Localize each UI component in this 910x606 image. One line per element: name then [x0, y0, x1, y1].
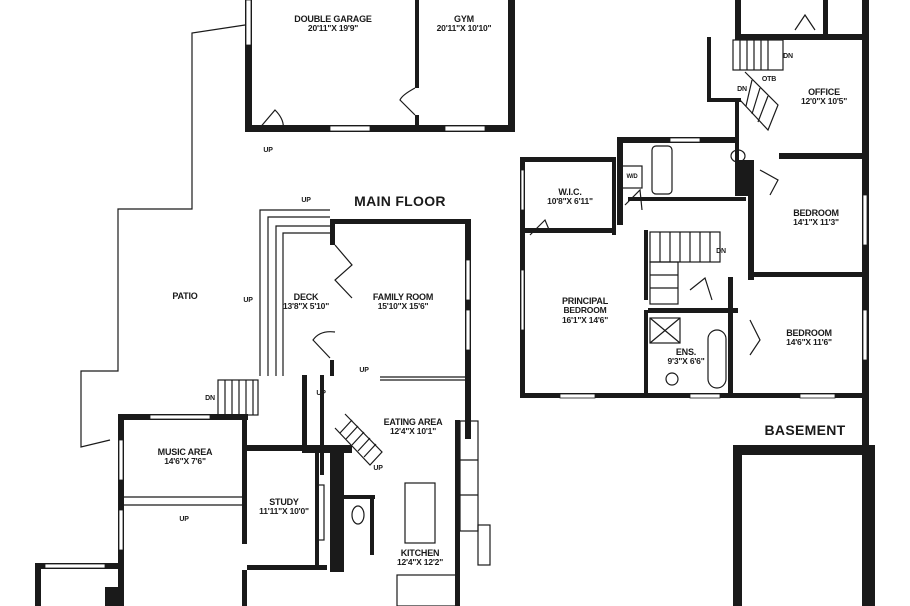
room-eating-area: EATING AREA 12'4"X 10'1"	[384, 417, 443, 437]
room-music-area: MUSIC AREA 14'6"X 7'6"	[158, 447, 213, 467]
room-name-line2: BEDROOM	[563, 305, 607, 316]
room-kitchen: KITCHEN 12'4"X 12'2"	[397, 548, 443, 568]
room-study: STUDY 11'11"X 10'0"	[259, 497, 309, 517]
room-wic: W.I.C. 10'8"X 6'11"	[547, 187, 593, 207]
room-size: 16'1"X 14'6"	[561, 315, 609, 326]
up-annotation-eating-left: UP	[316, 390, 326, 397]
room-name: W.I.C.	[558, 187, 582, 197]
room-gym: GYM 20'11"X 10'10"	[437, 14, 492, 34]
room-patio: PATIO	[172, 291, 197, 301]
up-annotation-eating-top: UP	[359, 367, 369, 374]
thin-lines	[80, 13, 816, 606]
up-annotation-garage: UP	[263, 147, 273, 154]
up-annotation-eating-stair: UP	[373, 465, 383, 472]
room-name: DECK	[293, 292, 319, 302]
basement-title: BASEMENT	[764, 422, 846, 438]
room-name: BEDROOM	[786, 328, 832, 338]
room-name: PATIO	[172, 291, 198, 301]
dn-annotation-main-stair: DN	[716, 248, 726, 255]
room-size: 14'1"X 11'3"	[793, 217, 839, 228]
room-name: GYM	[454, 14, 474, 24]
room-name: ENS.	[675, 347, 697, 357]
room-size: 13'8"X 5'10"	[282, 301, 330, 312]
room-office: OFFICE 12'0"X 10'5"	[801, 87, 847, 107]
dn-annotation-office-top: DN	[783, 53, 793, 60]
room-double-garage: DOUBLE GARAGE 20'11"X 19'9"	[294, 14, 372, 34]
room-size: 12'4"X 12'2"	[396, 557, 444, 568]
room-family-room: FAMILY ROOM 15'10"X 15'6"	[372, 292, 434, 312]
room-size: 14'6"X 11'6"	[786, 337, 832, 348]
room-name: STUDY	[269, 497, 299, 507]
room-bedroom-1: BEDROOM 14'1"X 11'3"	[793, 208, 839, 228]
main-floor-title: MAIN FLOOR	[354, 193, 446, 209]
room-name: OFFICE	[808, 87, 840, 97]
room-size: 15'10"X 15'6"	[377, 301, 429, 312]
room-bedroom-2: BEDROOM 14'6"X 11'6"	[786, 328, 832, 348]
room-ensuite: ENS. 9'3"X 6'6"	[667, 347, 704, 367]
room-name: EATING AREA	[383, 417, 443, 427]
room-size: 12'4"X 10'1"	[389, 426, 437, 437]
room-size: 20'11"X 19'9"	[307, 23, 359, 34]
dn-annotation-office-stair: DN	[737, 86, 747, 93]
room-name: FAMILY ROOM	[372, 292, 434, 302]
room-size: 9'3"X 6'6"	[667, 356, 705, 367]
room-size: 20'11"X 10'10"	[436, 23, 492, 34]
walls	[35, 0, 875, 606]
room-name: KITCHEN	[400, 548, 440, 558]
room-size: 10'8"X 6'11"	[547, 196, 593, 207]
room-deck: DECK 13'8"X 5'10"	[283, 292, 329, 312]
room-name: BEDROOM	[793, 208, 839, 218]
room-size: 11'11"X 10'0"	[259, 506, 309, 517]
room-size: 14'6"X 7'6"	[164, 456, 206, 467]
up-annotation-music: UP	[179, 516, 189, 523]
up-annotation-deck-side: UP	[243, 297, 253, 304]
dn-annotation-patio: DN	[205, 395, 215, 402]
room-principal-bedroom: PRINCIPAL BEDROOM 16'1"X 14'6"	[562, 296, 608, 326]
washer-dryer-label: W/D	[626, 174, 638, 180]
up-annotation-deck-top: UP	[301, 197, 311, 204]
windows	[44, 0, 868, 569]
room-name: MUSIC AREA	[157, 447, 213, 457]
room-name: DOUBLE GARAGE	[294, 14, 372, 24]
room-size: 12'0"X 10'5"	[800, 96, 848, 107]
room-name: PRINCIPAL	[561, 296, 609, 306]
otb-annotation: OTB	[761, 76, 777, 83]
